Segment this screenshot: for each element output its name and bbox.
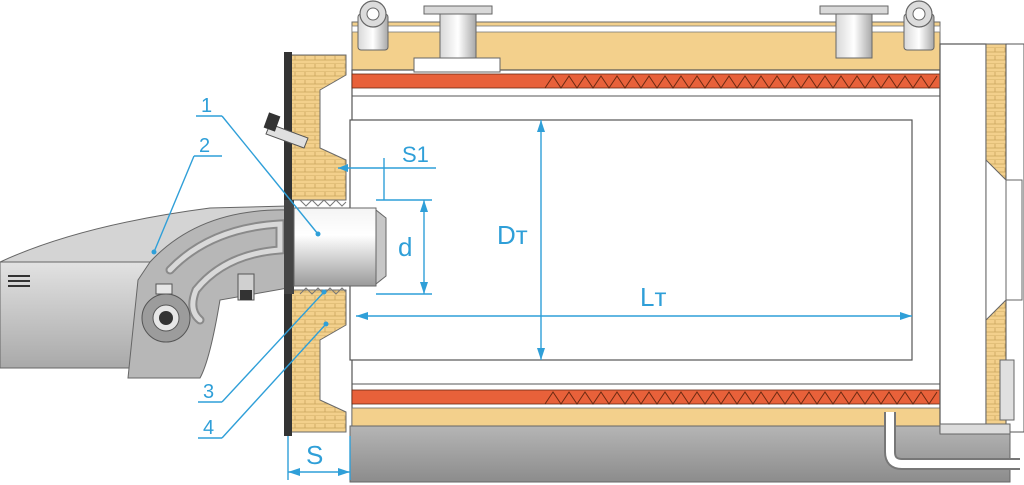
label-dt: Dт <box>497 220 528 250</box>
bottom-heating-coil <box>544 391 938 405</box>
dimension-dt: Dт <box>497 120 545 360</box>
burner-housing <box>0 261 151 369</box>
rear-door <box>939 43 1024 435</box>
label-3: 3 <box>203 381 214 403</box>
label-s: S <box>306 440 323 470</box>
nozzle-left <box>413 5 501 73</box>
label-lt: Lт <box>640 282 666 312</box>
vent-icon <box>8 275 30 287</box>
lifting-eye-right <box>903 0 935 51</box>
label-4: 4 <box>203 417 214 439</box>
furnace-tube <box>349 119 913 361</box>
burner-flange <box>284 200 294 294</box>
nozzle-right <box>819 5 889 59</box>
burner-unit <box>0 200 294 379</box>
sight-glass <box>263 112 309 149</box>
blast-tube <box>293 199 387 295</box>
callouts: 1 2 3 4 <box>151 95 329 439</box>
boiler-base <box>349 425 1011 483</box>
lifting-eye-left <box>357 0 389 51</box>
dimension-d: d <box>376 199 432 295</box>
label-s1: S1 <box>402 142 429 167</box>
top-heating-coil <box>544 75 938 89</box>
dimension-lt: Lт <box>356 282 912 320</box>
label-2: 2 <box>199 135 210 157</box>
label-d: d <box>398 232 412 262</box>
dimension-s1: S1 <box>338 142 436 200</box>
label-1: 1 <box>201 95 212 117</box>
dimension-s: S <box>287 436 351 480</box>
